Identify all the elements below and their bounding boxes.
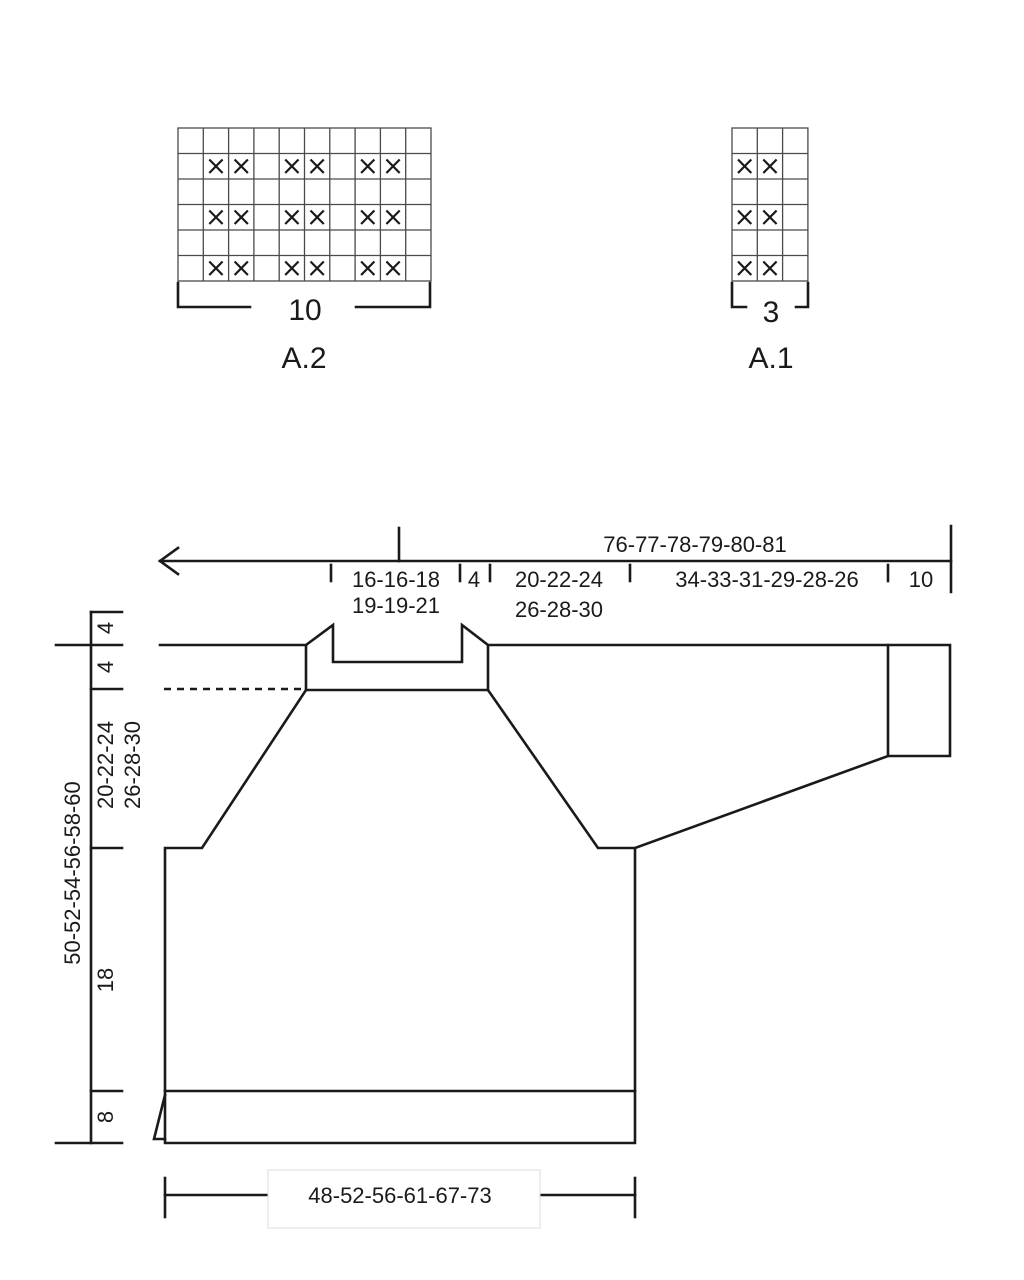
cross-stitch-mark: [309, 209, 325, 225]
cross-stitch-mark: [309, 158, 325, 174]
cross-stitch-mark: [762, 209, 778, 225]
chart-a1: 3 A.1: [730, 127, 810, 375]
cross-stitch-mark: [385, 158, 401, 174]
label-cuff: 10: [909, 567, 933, 592]
label-upper-sleeve-2: 26-28-30: [515, 597, 603, 622]
chart-a2: 10 A.2: [176, 127, 432, 375]
cross-stitch-mark: [284, 209, 300, 225]
chart-a2-width-bracket: [176, 281, 432, 309]
top-measurements: 76-77-78-79-80-81 16-16-18 19-19-21 4 20…: [157, 524, 953, 622]
cross-stitch-mark: [309, 260, 325, 276]
label-rib: 8: [93, 1111, 118, 1123]
cross-stitch-mark: [762, 158, 778, 174]
cross-stitch-mark: [360, 209, 376, 225]
arrow-head-icon: [157, 546, 180, 576]
hem-split: [152, 1093, 167, 1141]
chart-a1-title: A.1: [748, 342, 793, 375]
cross-stitch-mark: [737, 260, 753, 276]
cross-stitch-mark: [208, 209, 224, 225]
sleeve-outline: [486, 643, 952, 850]
chart-a1-width-label: 3: [763, 296, 780, 329]
label-sleeve-length: 34-33-31-29-28-26: [675, 567, 858, 592]
chart-a1-cross-stitches: [737, 158, 778, 276]
cross-stitch-mark: [385, 209, 401, 225]
label-upper-sleeve-1: 20-22-24: [515, 567, 603, 592]
chart-a1-grid: [731, 127, 809, 282]
label-neck-edge: 4: [93, 622, 118, 634]
label-raglan-width: 4: [468, 567, 480, 592]
cross-stitch-mark: [208, 158, 224, 174]
sweater-schematic: [152, 622, 952, 1145]
cross-stitch-mark: [284, 158, 300, 174]
label-total-length: 50-52-54-56-58-60: [60, 781, 85, 964]
label-neck-half-1: 16-16-18: [352, 567, 440, 592]
cross-stitch-mark: [233, 209, 249, 225]
label-neck-half-2: 19-19-21: [352, 593, 440, 618]
label-sleeve-total: 76-77-78-79-80-81: [603, 532, 786, 557]
cross-stitch-mark: [385, 260, 401, 276]
cross-stitch-mark: [233, 158, 249, 174]
cross-stitch-mark: [360, 260, 376, 276]
chart-a2-title: A.2: [281, 342, 326, 375]
cross-stitch-mark: [737, 209, 753, 225]
bottom-measurement: 48-52-56-61-67-73: [163, 1169, 637, 1229]
cross-stitch-mark: [360, 158, 376, 174]
cross-stitch-mark: [233, 260, 249, 276]
chart-a2-width-label: 10: [288, 294, 321, 327]
label-half-width: 48-52-56-61-67-73: [308, 1183, 491, 1208]
left-measurements: 4 4 20-22-24 26-28-30 18 8 50-52-54-56-5…: [54, 610, 145, 1145]
width-label-box: [267, 1169, 541, 1229]
body-outline: [163, 688, 637, 1145]
neck-outline: [304, 622, 490, 692]
label-yoke-1: 20-22-24: [93, 721, 118, 809]
label-body-length: 18: [93, 968, 118, 992]
cross-stitch-mark: [737, 158, 753, 174]
chart-a2-cross-stitches: [208, 158, 401, 276]
label-neck-drop: 4: [93, 661, 118, 673]
chart-a1-width-bracket: [730, 281, 810, 309]
cross-stitch-mark: [208, 260, 224, 276]
cross-stitch-mark: [762, 260, 778, 276]
cross-stitch-mark: [284, 260, 300, 276]
chart-a2-grid: [177, 127, 432, 282]
label-yoke-2: 26-28-30: [120, 721, 145, 809]
